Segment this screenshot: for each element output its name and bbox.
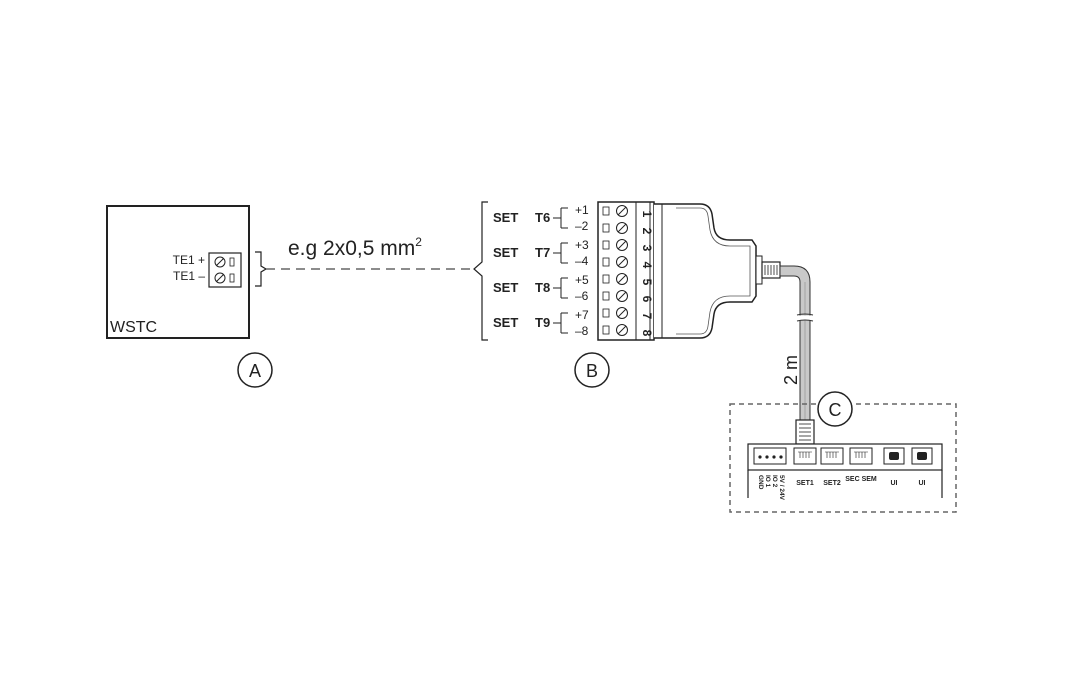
screw-slot-2 xyxy=(617,223,627,233)
set-label-t6: SET xyxy=(493,210,518,225)
connector-b-pin-numbers: 1 2 3 4 5 6 7 8 xyxy=(640,211,654,337)
controller-c-board: GND IO 1 IO 2 5V / 24V SET1 SET2 SEC SEM… xyxy=(747,443,943,501)
pin-minus-2: –2 xyxy=(575,219,589,233)
screw-slot-8 xyxy=(617,325,627,335)
pin-number-4: 4 xyxy=(640,262,654,269)
wire-entry-6 xyxy=(602,291,610,301)
connector-b-screws xyxy=(602,205,628,336)
screw-slot-4 xyxy=(617,257,627,267)
set-label-t7: SET xyxy=(493,245,518,260)
pin-number-5: 5 xyxy=(640,279,654,286)
screw-slot-1 xyxy=(617,206,627,216)
pin-number-6: 6 xyxy=(640,296,654,303)
marker-b: B xyxy=(574,352,610,388)
screw-slot-6 xyxy=(617,291,627,301)
gnd-pin-label-3: 5V / 24V xyxy=(778,475,785,501)
adapter-housing xyxy=(654,203,757,339)
screw-slot-7 xyxy=(617,308,627,318)
channel-label-t9: T9 xyxy=(535,315,550,330)
gnd-pin-label-2: IO 2 xyxy=(771,475,778,488)
wstc-label: WSTC xyxy=(110,319,157,336)
te1-terminal-block xyxy=(208,252,242,288)
wire-entry-3 xyxy=(602,240,610,250)
pin-pair-brackets xyxy=(553,207,568,334)
wstc-brace xyxy=(255,251,268,287)
cable-spec: e.g 2x0,5 mm2 xyxy=(288,235,422,260)
channel-label-t6: T6 xyxy=(535,210,550,225)
port-label-set2: SET2 xyxy=(823,480,841,487)
wire-entry-5 xyxy=(602,274,610,284)
marker-c: C xyxy=(817,391,853,427)
port-label-set1: SET1 xyxy=(796,480,814,487)
screw-slot-5 xyxy=(617,274,627,284)
port-label-ui-2: UI xyxy=(919,480,926,487)
channel-label-t7: T7 xyxy=(535,245,550,260)
port-label-ui-1: UI xyxy=(891,480,898,487)
pin-number-8: 8 xyxy=(640,330,654,337)
pin-plus-5: +5 xyxy=(575,273,589,287)
patch-cable-2m xyxy=(761,261,815,445)
marker-a: A xyxy=(237,352,273,388)
set-label-t9: SET xyxy=(493,315,518,330)
cable-length-label: 2 m xyxy=(781,355,801,385)
screw-slot-3 xyxy=(617,240,627,250)
set-label-t8: SET xyxy=(493,280,518,295)
gnd-pin-label-0: GND xyxy=(757,475,764,490)
connector-b-brace xyxy=(473,201,488,341)
pin-number-7: 7 xyxy=(640,313,654,320)
pin-plus-7: +7 xyxy=(575,308,589,322)
connector-b-body: 1 2 3 4 5 6 7 8 xyxy=(597,201,763,341)
pin-number-1: 1 xyxy=(640,211,654,218)
connector-b-labels: SET T6 +1 –2 SET T7 +3 –4 SET T8 +5 –6 S… xyxy=(493,203,589,338)
wstc-unit: WSTC TE1 + TE1 – xyxy=(106,205,268,339)
pin-minus-4: –4 xyxy=(575,254,589,268)
wire-entry-7 xyxy=(602,308,610,318)
port-label-sec-sem: SEC SEM xyxy=(845,476,877,483)
cable-spec-superscript: 2 xyxy=(415,235,422,249)
pin-number-3: 3 xyxy=(640,245,654,252)
wire-entry-2 xyxy=(602,223,610,233)
port-label-sec-sem-text: SEC SEM xyxy=(845,476,877,483)
channel-label-t8: T8 xyxy=(535,280,550,295)
pin-plus-3: +3 xyxy=(575,238,589,252)
wire-entry-8 xyxy=(602,325,610,335)
pin-number-2: 2 xyxy=(640,228,654,235)
cable-spec-text: e.g 2x0,5 mm xyxy=(288,237,415,260)
pin-minus-8: –8 xyxy=(575,324,589,338)
pin-plus-1: +1 xyxy=(575,203,589,217)
pin-minus-6: –6 xyxy=(575,289,589,303)
marker-b-label: B xyxy=(586,361,598,381)
marker-c-label: C xyxy=(829,400,842,420)
wire-entry-1 xyxy=(602,206,610,216)
te1-plus-label: TE1 + xyxy=(173,253,205,267)
gnd-pin-label-1: IO 1 xyxy=(764,475,771,488)
wire-entry-4 xyxy=(602,257,610,267)
te1-minus-label: TE1 – xyxy=(173,269,205,283)
marker-a-label: A xyxy=(249,361,261,381)
